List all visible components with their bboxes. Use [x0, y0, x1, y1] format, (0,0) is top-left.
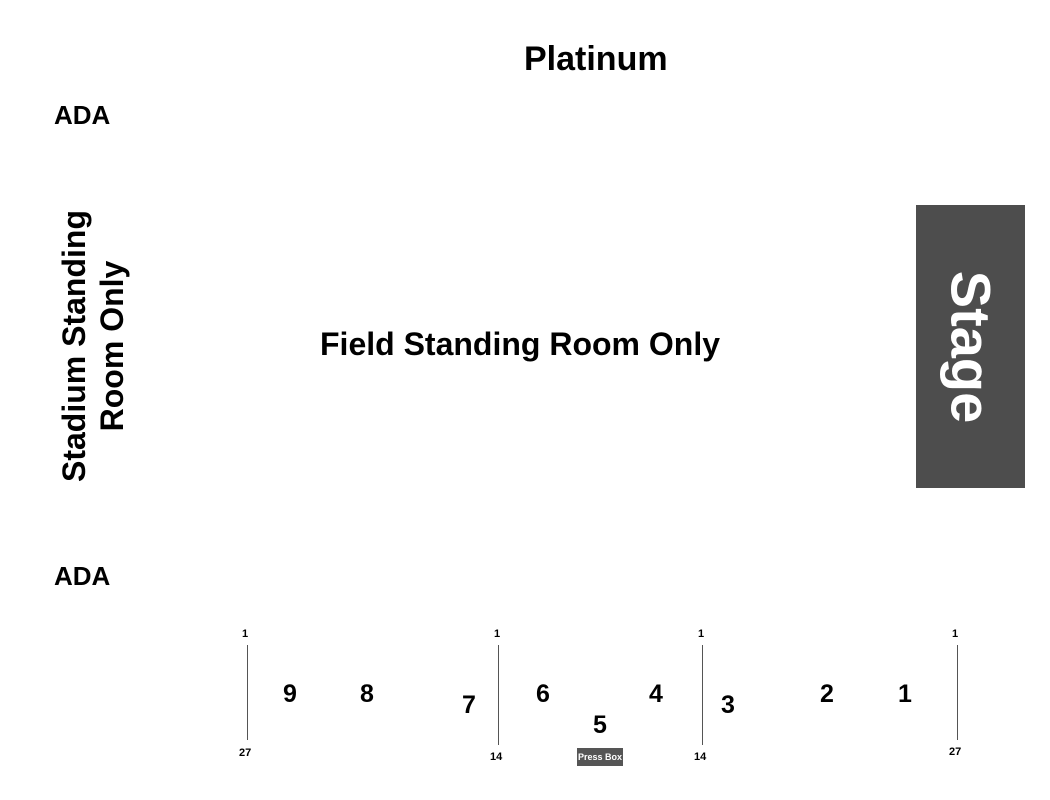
- section-4[interactable]: 4: [649, 680, 663, 708]
- section-ada-top[interactable]: ADA: [54, 100, 111, 130]
- section-8[interactable]: 8: [360, 680, 374, 708]
- row-marker-a-bottom: 27: [239, 747, 252, 759]
- press-box[interactable]: Press Box: [577, 748, 623, 766]
- row-marker-c-top: 1: [698, 628, 705, 640]
- stage[interactable]: Stage: [916, 205, 1025, 488]
- stage-label: Stage: [939, 270, 1002, 423]
- row-marker-d-top: 1: [952, 628, 959, 640]
- section-9[interactable]: 9: [283, 680, 297, 708]
- section-platinum[interactable]: Platinum: [524, 40, 668, 78]
- section-3[interactable]: 3: [721, 691, 735, 719]
- section-2[interactable]: 2: [820, 680, 834, 708]
- row-marker-c-bottom: 14: [694, 751, 707, 763]
- row-marker-a-top: 1: [242, 628, 249, 640]
- section-field-standing[interactable]: Field Standing Room Only: [320, 326, 720, 362]
- section-divider-b: [498, 645, 499, 745]
- section-divider-d: [957, 645, 958, 740]
- section-5[interactable]: 5: [593, 711, 607, 739]
- row-marker-b-top: 1: [494, 628, 501, 640]
- section-6[interactable]: 6: [536, 680, 550, 708]
- section-7[interactable]: 7: [462, 691, 476, 719]
- section-stadium-standing-label: Stadium Standing Room Only: [56, 210, 130, 482]
- section-ada-bottom[interactable]: ADA: [54, 561, 111, 591]
- row-marker-d-bottom: 27: [949, 746, 962, 758]
- section-divider-a: [247, 645, 248, 740]
- section-divider-c: [702, 645, 703, 745]
- row-marker-b-bottom: 14: [490, 751, 503, 763]
- section-stadium-standing-area[interactable]: Stadium Standing Room Only: [38, 200, 148, 492]
- section-1[interactable]: 1: [898, 680, 912, 708]
